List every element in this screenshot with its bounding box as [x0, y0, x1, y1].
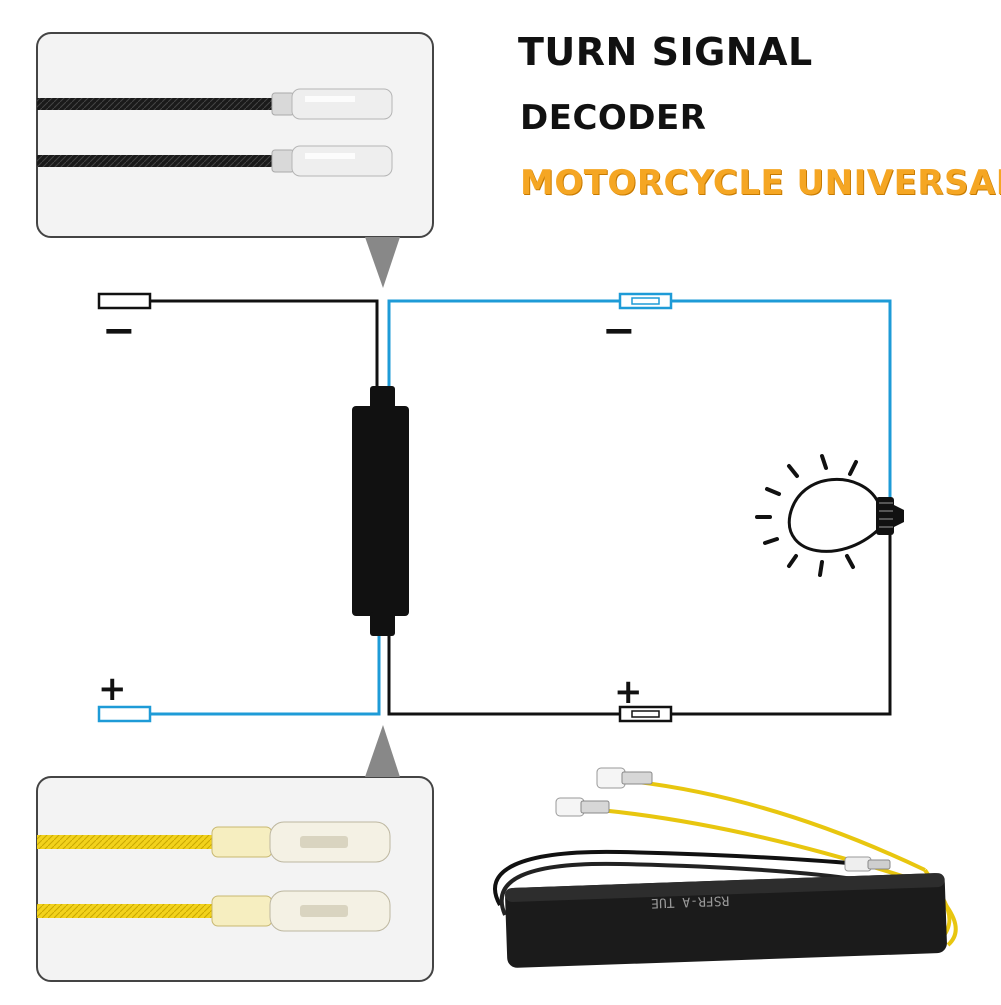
photo-connector-3: [844, 856, 891, 872]
photo-yellow-wire-2: [599, 808, 931, 887]
wire-left-positive: [150, 632, 381, 716]
photo-black-wire-2: [499, 861, 861, 916]
bottom-callout-panel: [36, 725, 434, 982]
photo-black-wire-1: [493, 849, 871, 906]
terminal-left-positive: [97, 705, 152, 723]
black-wire-upper: [37, 88, 393, 120]
sign-left-negative: −: [102, 308, 136, 354]
bottom-callout-pointer: [365, 725, 400, 777]
wire-left-negative: [150, 299, 379, 390]
photo-decoder-label: RSFR-A TUE: [651, 892, 730, 910]
photo-connector-1: [596, 767, 653, 789]
yellow-wire-upper: [37, 821, 391, 863]
title-line-3: MOTORCYCLE UNIVERSAL: [520, 163, 1001, 203]
wire-right-negative: [387, 299, 892, 500]
terminal-right-negative: [618, 292, 673, 310]
yellow-wire-lower: [37, 890, 391, 932]
photo-yellow-wire-1: [619, 778, 926, 872]
terminal-left-negative: [97, 292, 152, 310]
top-callout-pointer: [365, 237, 400, 288]
lightbulb-icon: [755, 454, 904, 577]
sign-right-negative: −: [602, 308, 636, 354]
photo-connector-2: [555, 797, 610, 817]
photo-decoder-body: RSFR-A TUE: [504, 873, 947, 968]
title-line-1: TURN SIGNAL: [518, 30, 813, 74]
sign-right-positive: +: [614, 672, 643, 712]
product-photo: RSFR-A TUE: [493, 767, 958, 968]
top-callout-panel: [36, 32, 434, 288]
black-wire-lower: [37, 145, 393, 177]
decoder-module-icon: [352, 386, 409, 636]
circuit-wires: [150, 299, 892, 716]
terminal-right-positive: [618, 705, 673, 723]
bulb-rays: [755, 454, 858, 577]
sign-left-positive: +: [98, 669, 127, 709]
title-line-2: DECODER: [520, 98, 707, 138]
